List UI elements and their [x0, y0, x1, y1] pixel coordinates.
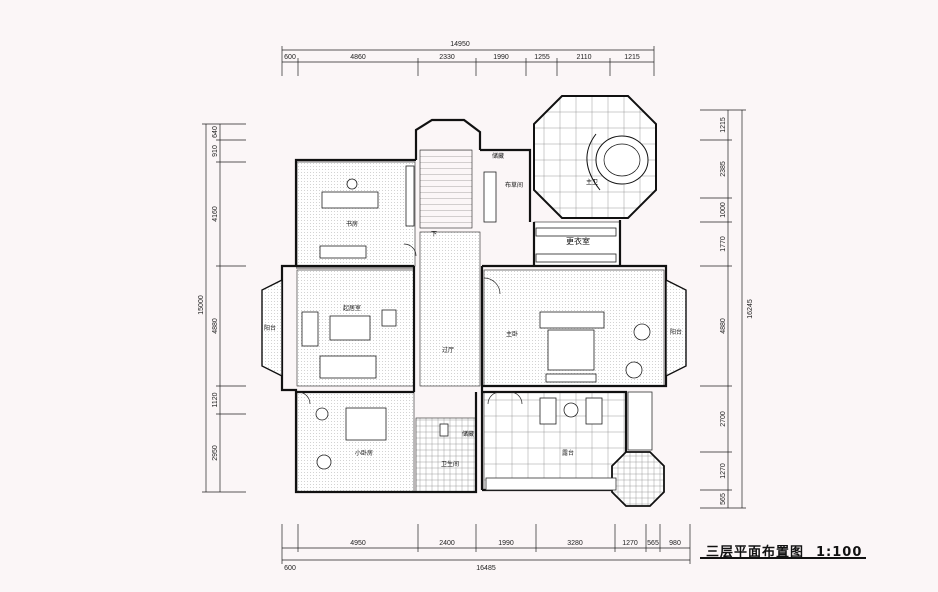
dim-bottom-5: 1270	[622, 540, 638, 547]
room-dressing: 更衣室	[566, 236, 590, 246]
furniture	[301, 165, 651, 470]
dim-left-1: 640	[212, 126, 219, 138]
study-chair	[346, 178, 358, 190]
family-table	[329, 315, 371, 341]
study-sofa	[319, 245, 367, 259]
room-linen: 布草间	[505, 181, 523, 189]
dim-top-2: 4860	[350, 54, 366, 61]
room-small-bedroom: 小卧房	[355, 449, 373, 457]
drawing-title-text: 三层平面布置图	[706, 545, 805, 560]
doors	[297, 243, 523, 405]
dim-top-5: 1255	[534, 54, 550, 61]
master-bath-tower	[533, 95, 657, 219]
master-bench	[545, 373, 597, 383]
dim-left-2: 910	[212, 145, 219, 157]
dim-bottom-2: 2400	[439, 540, 455, 547]
bookshelf	[405, 165, 415, 227]
dim-bottom-3: 1990	[498, 540, 514, 547]
dim-bottom-1: 4950	[350, 540, 366, 547]
dim-left-4: 4880	[212, 318, 219, 334]
room-terrace: 露台	[562, 449, 574, 457]
room-master-bath: 主卫	[586, 178, 598, 186]
room-balcony-left: 阳台	[264, 324, 276, 332]
room-bathroom: 卫生间	[441, 460, 459, 468]
walls	[280, 118, 668, 494]
dim-bottom-7: 980	[669, 540, 681, 547]
terrace-planter-right	[627, 391, 653, 451]
master-bed	[547, 329, 595, 371]
dim-top-1: 600	[284, 54, 296, 61]
small-bedroom-floor	[296, 391, 415, 493]
terrace-table	[563, 402, 579, 418]
dim-top-3: 2330	[439, 54, 455, 61]
dressing-rack-1	[535, 227, 617, 237]
room-stair-down: 下	[431, 231, 437, 238]
dim-right-1: 1215	[720, 117, 727, 133]
storage-cabinet	[483, 171, 497, 223]
master-armchair-2	[625, 361, 643, 379]
dim-right-7: 1270	[720, 463, 727, 479]
room-closet-small: 储藏	[492, 152, 504, 160]
drawing-title: 三层平面布置图 1:100	[706, 541, 862, 560]
dimension-labels: 14950 600 4860 2330 1990 1255 2110 1215 …	[198, 41, 754, 572]
room-labels: 书房 起居室 阳台 过厅 下 小卧房 储藏 卫生间 储藏 布草间 主卫 更衣室 …	[264, 152, 682, 468]
dim-right-4: 1770	[720, 236, 727, 252]
dimension-lines	[202, 46, 746, 564]
terrace-lounger-2	[585, 397, 603, 425]
drawing-scale: 1:100	[816, 545, 863, 560]
room-master-bedroom: 主卧	[506, 330, 518, 338]
room-study: 书房	[346, 220, 358, 228]
room-hall: 过厅	[442, 346, 454, 354]
dim-top-6: 2110	[576, 54, 591, 61]
dim-right-8: 565	[720, 493, 727, 505]
dim-bottom-4: 3280	[567, 540, 583, 547]
room-balcony-right: 阳台	[670, 328, 682, 336]
terrace-planter-bottom	[485, 477, 617, 491]
dim-bottom-start: 600	[284, 565, 296, 572]
dim-top-4: 1990	[493, 54, 509, 61]
dim-left-5: 1120	[212, 392, 219, 407]
dim-right-5: 4880	[720, 318, 727, 334]
left-ticks	[202, 123, 246, 493]
dim-left-6: 2950	[212, 445, 219, 461]
dressing-rack-2	[535, 253, 617, 263]
small-bed	[345, 407, 387, 441]
left-balcony	[261, 278, 283, 378]
family-tv	[381, 309, 397, 327]
study-desk	[321, 191, 379, 209]
room-storage: 储藏	[462, 430, 474, 438]
family-sofa	[319, 355, 377, 379]
bath-toilet	[439, 423, 449, 437]
bottom-ticks	[281, 524, 691, 564]
terrace-lounger-1	[539, 397, 557, 425]
master-armchair-1	[633, 323, 651, 341]
dim-right-3: 1000	[720, 202, 727, 218]
dim-bottom-6: 565	[647, 540, 659, 547]
dim-top-7: 1215	[624, 54, 640, 61]
master-headboard	[539, 311, 605, 329]
room-family: 起居室	[343, 304, 361, 312]
family-armchair	[301, 311, 319, 347]
right-balcony	[665, 278, 687, 378]
small-chair	[316, 454, 332, 470]
top-ticks	[281, 46, 655, 76]
dim-right-2: 2385	[720, 161, 727, 177]
dim-left-total: 15000	[198, 295, 205, 315]
dim-top-total: 14950	[450, 41, 470, 48]
right-ticks	[700, 109, 746, 509]
dim-right-6: 2700	[720, 411, 727, 427]
hall-floor	[419, 231, 481, 387]
dim-bottom-total: 16485	[476, 565, 496, 572]
dim-right-total: 16245	[747, 299, 754, 319]
dim-left-3: 4160	[212, 206, 219, 222]
terrace-gazebo	[611, 451, 665, 507]
stair	[419, 149, 473, 229]
